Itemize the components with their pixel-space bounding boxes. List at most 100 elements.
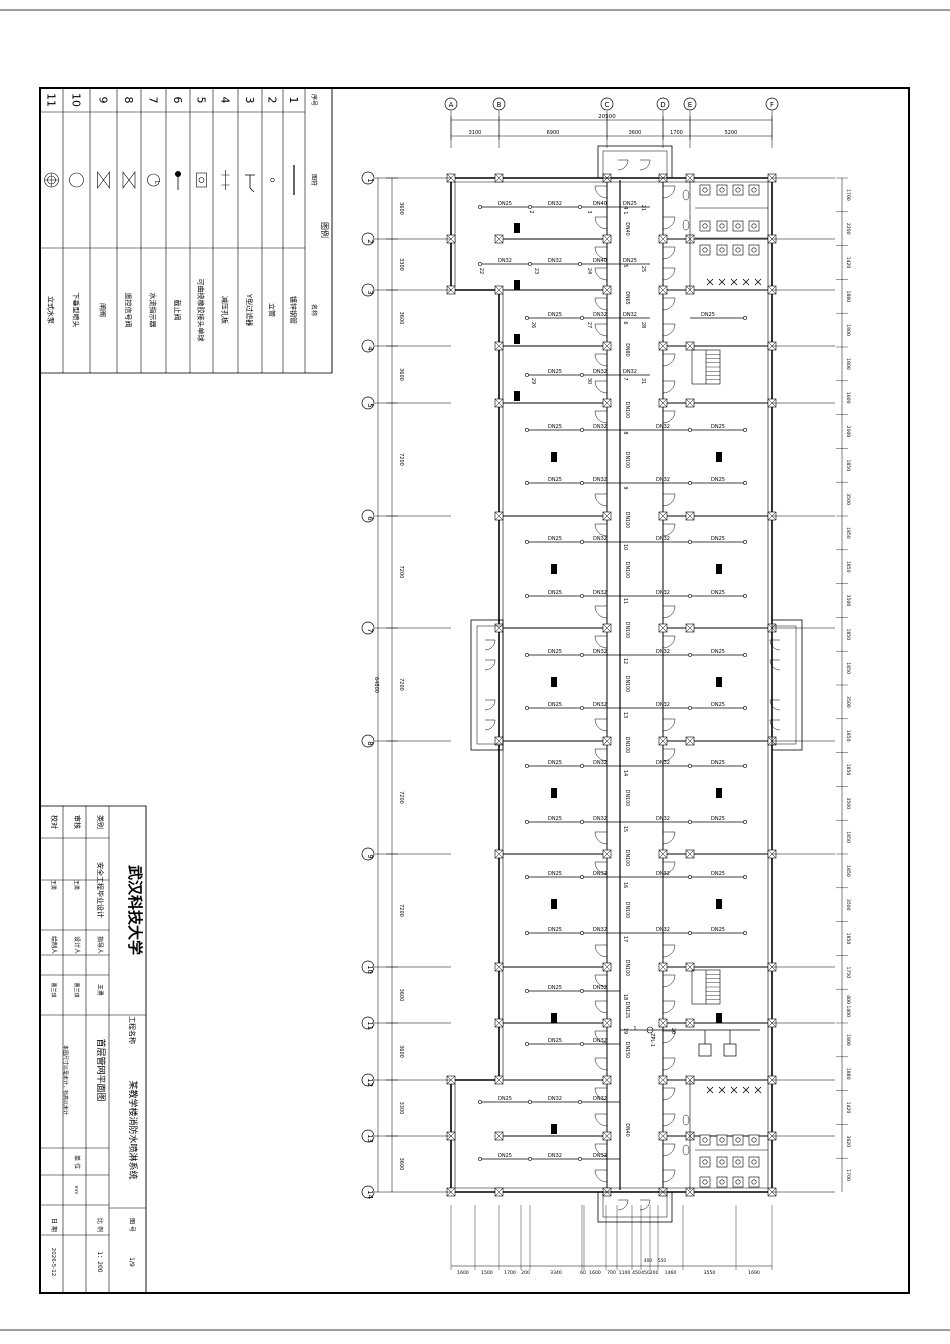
door	[662, 748, 676, 762]
sprinkler-head	[580, 316, 584, 320]
dim-right: 1420	[845, 257, 851, 269]
toilet-fixture	[732, 1134, 744, 1146]
dim-left-total: 64800	[373, 677, 379, 693]
gate-valve-symbol	[97, 171, 110, 189]
dim-bottom-small: 400	[644, 1258, 652, 1263]
sprinkler-head	[478, 1100, 482, 1104]
dim-right: 400 1400	[845, 995, 851, 1017]
advisor: 王勇	[96, 984, 104, 996]
column-hatch	[494, 1187, 504, 1197]
toilet-bowl	[735, 223, 741, 229]
legend-row-name: Y型过滤器	[245, 293, 254, 326]
pipe-size-label: DN25	[548, 985, 562, 991]
dim-left-span: 7200	[398, 791, 404, 804]
legend-row-no: 9	[97, 97, 110, 104]
dim-right: 1600	[845, 392, 851, 404]
node-number: 30	[586, 378, 592, 384]
door	[662, 380, 676, 394]
sprinkler-head	[580, 706, 584, 710]
door	[662, 831, 676, 845]
sprinkler-head	[580, 373, 584, 377]
door	[594, 1030, 608, 1044]
door	[662, 267, 676, 281]
door	[662, 246, 676, 260]
dim-bottom: 60	[580, 1270, 586, 1276]
toilet-bowl	[751, 1137, 757, 1143]
grid-number-8: 8	[366, 741, 374, 745]
sprinkler-x	[742, 1086, 750, 1094]
door	[662, 410, 676, 424]
dim-left-span: 3600	[398, 1158, 404, 1171]
door	[662, 185, 676, 199]
grid-number-10: 10	[366, 965, 374, 974]
toilet-fixture	[716, 1156, 728, 1168]
door	[594, 1143, 608, 1157]
node-number: 12	[622, 658, 628, 664]
sprinkler-x	[730, 1086, 738, 1094]
legend-row-no: 7	[147, 97, 160, 104]
valve-tag	[514, 334, 520, 344]
sprinkler-head	[688, 481, 692, 485]
sprinkler-head	[743, 481, 747, 485]
toilet-fixture	[716, 220, 728, 232]
pipe-size-label: DN32	[593, 760, 607, 766]
sprinkler-head	[580, 820, 584, 824]
pipe-size-label: DN32	[593, 424, 607, 430]
toilet-bowl	[719, 187, 725, 193]
pipe-size-label: DN25	[498, 1153, 512, 1159]
node-number: 13	[622, 712, 628, 718]
legend-row-name: 遥控信号阀	[124, 293, 133, 328]
door	[639, 1199, 651, 1211]
valve-tag	[716, 452, 722, 462]
dim-right: 3500	[845, 899, 851, 911]
sprinkler-head	[580, 594, 584, 598]
door	[594, 493, 608, 507]
dim-left-span: 7200	[398, 453, 404, 466]
signal-valve-symbol	[122, 171, 136, 189]
door	[662, 861, 676, 875]
sprinkler-head	[743, 764, 747, 768]
legend-row-name: 下垂型喷头	[72, 293, 81, 328]
node-number: 5	[622, 264, 628, 267]
drawer-label: 绘制人	[50, 936, 58, 954]
sprinkler-head	[688, 820, 692, 824]
door	[662, 493, 676, 507]
pipe-size-label: DN25	[548, 536, 562, 542]
door	[617, 1199, 629, 1211]
door	[594, 635, 608, 649]
door	[662, 944, 676, 958]
column-hatch	[602, 962, 612, 972]
urinal	[682, 1114, 690, 1126]
toilet-bowl	[751, 187, 757, 193]
node-number: 27	[586, 322, 592, 328]
column-hatch	[658, 398, 668, 408]
pipe-size-label: DN32	[656, 477, 670, 483]
legend-row-no: 3	[243, 97, 256, 104]
sprinkler-head	[525, 373, 529, 377]
scale: 1：200	[96, 1251, 103, 1272]
legend-title: 图例	[320, 222, 330, 238]
door	[662, 718, 676, 732]
sprinkler-x	[706, 278, 714, 286]
column-hatch	[602, 736, 612, 746]
node-number: 31	[640, 378, 646, 384]
column-hatch	[658, 1075, 668, 1085]
pipe-size-label: DN25	[548, 590, 562, 596]
pipe-size-label: DN25	[548, 871, 562, 877]
door	[662, 1113, 676, 1127]
door	[594, 718, 608, 732]
legend-row-no: 5	[195, 97, 208, 104]
node-number: 7	[622, 377, 628, 380]
sprinkler-head	[580, 764, 584, 768]
pipe-size-label: DN25	[548, 760, 562, 766]
sprinkler-head	[688, 594, 692, 598]
pipe-size-label: DN25	[498, 201, 512, 207]
y-strainer-symbol	[245, 174, 255, 193]
dim-left-span: 3600	[398, 1045, 404, 1058]
node-number: 10	[622, 544, 628, 550]
door	[594, 748, 608, 762]
toilet-fixture	[748, 1134, 760, 1146]
column-hatch	[685, 1187, 695, 1197]
dim-right: 1700	[845, 1169, 851, 1181]
door	[662, 1000, 676, 1014]
